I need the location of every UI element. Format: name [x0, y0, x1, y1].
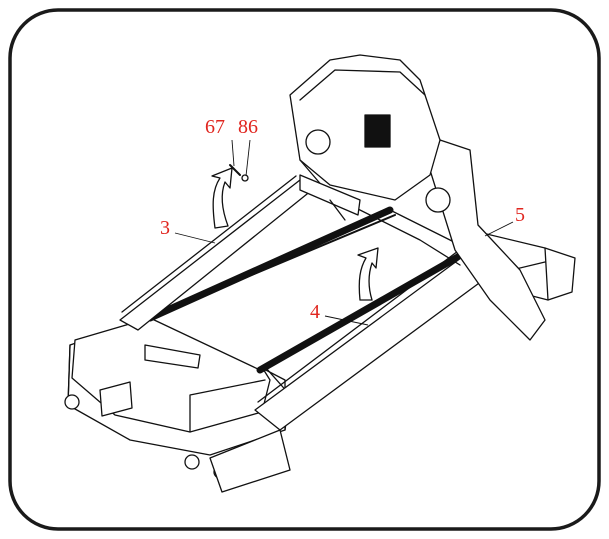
callout-5: 5 [515, 204, 525, 226]
bolt-67 [229, 164, 241, 176]
washer-86 [241, 174, 249, 182]
callout-86: 86 [238, 116, 258, 138]
treadmill-drawing [64, 54, 576, 493]
rotation-arrow-center [357, 247, 379, 301]
callout-3: 3 [160, 217, 170, 239]
console-knob-right [425, 187, 451, 213]
callout-4: 4 [310, 301, 320, 323]
console-knob-left [305, 129, 331, 155]
callout-67: 67 [205, 116, 225, 138]
console-speaker [364, 114, 391, 148]
rotation-arrow-left [211, 167, 233, 229]
leader-lines [174, 139, 514, 326]
